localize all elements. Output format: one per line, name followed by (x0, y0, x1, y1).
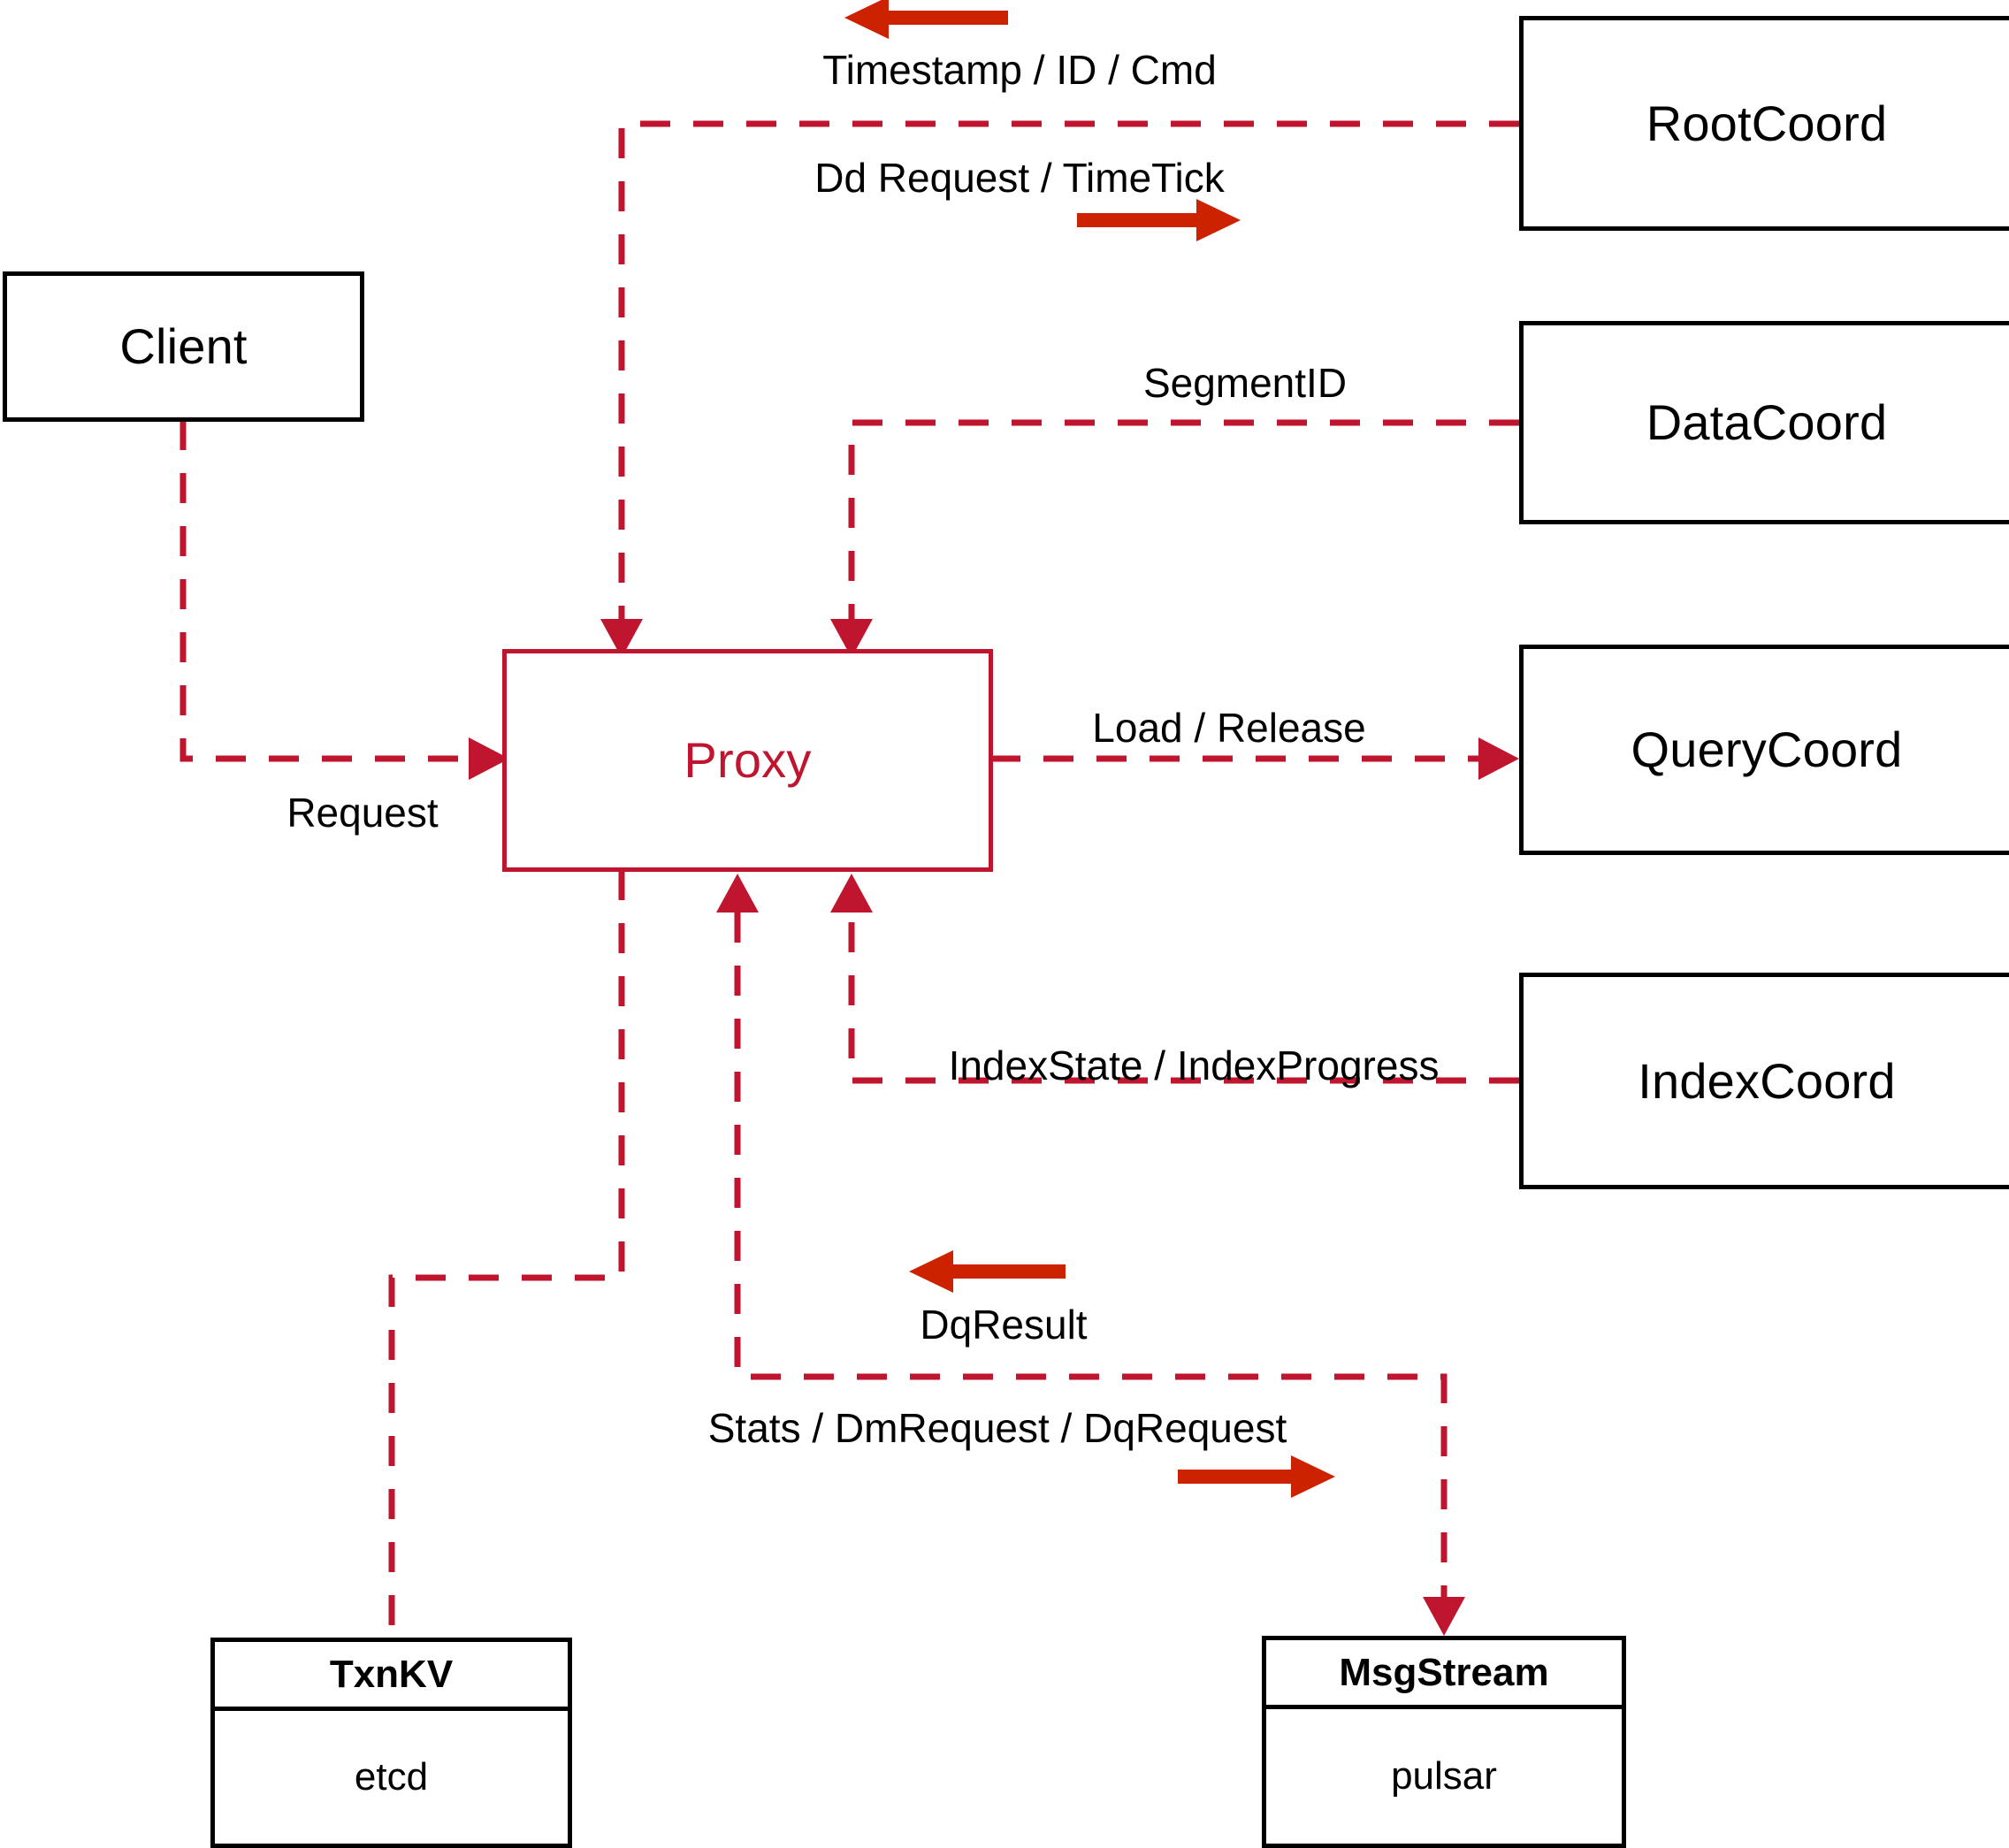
node-txnkv-body: etcd (215, 1711, 568, 1844)
node-msgstream-body: pulsar (1266, 1709, 1622, 1844)
node-querycoord[interactable]: QueryCoord (1519, 645, 2009, 855)
edge-label-dqresult: DqResult (920, 1302, 1088, 1348)
node-txnkv-header-label: TxnKV (329, 1652, 454, 1696)
edge-indexcoord-to-proxy (830, 874, 1519, 1084)
node-proxy-label: Proxy (684, 732, 812, 788)
edge-proxy-to-querycoord (990, 737, 1519, 780)
edge-label-segmentid: SegmentID (1142, 360, 1348, 406)
node-rootcoord-label: RootCoord (1646, 95, 1888, 151)
node-datacoord-label: DataCoord (1646, 394, 1888, 450)
node-client[interactable]: Client (3, 271, 364, 422)
node-msgstream[interactable]: MsgStream pulsar (1262, 1636, 1626, 1848)
node-indexcoord[interactable]: IndexCoord (1519, 973, 2009, 1189)
node-txnkv-body-label: etcd (354, 1755, 429, 1798)
edge-label-stats-dmrequest-dqrequest: Stats / DmRequest / DqRequest (707, 1405, 1287, 1451)
direction-arrow-timestamp-left (844, 0, 1008, 39)
node-proxy[interactable]: Proxy (502, 649, 993, 872)
edge-datacoord-to-proxy (830, 419, 1519, 658)
edge-label-request: Request (286, 790, 439, 836)
edge-proxy-to-txnkv (388, 870, 625, 1638)
node-txnkv-header: TxnKV (215, 1642, 568, 1711)
node-rootcoord[interactable]: RootCoord (1519, 16, 2009, 231)
node-indexcoord-label: IndexCoord (1638, 1052, 1896, 1109)
edge-client-to-proxy (180, 420, 509, 780)
node-txnkv[interactable]: TxnKV etcd (210, 1638, 572, 1848)
node-datacoord[interactable]: DataCoord (1519, 321, 2009, 524)
node-msgstream-body-label: pulsar (1391, 1754, 1497, 1798)
edge-label-indexstate-indexprogress: IndexState / IndexProgress (948, 1042, 1440, 1088)
node-client-label: Client (119, 318, 248, 374)
node-querycoord-label: QueryCoord (1631, 722, 1903, 777)
direction-arrow-dqrequest-right (1178, 1455, 1335, 1498)
node-msgstream-header: MsgStream (1266, 1640, 1622, 1709)
edge-label-timestamp-id-cmd: Timestamp / ID / Cmd (822, 47, 1217, 93)
edge-proxy-msgstream (716, 874, 1465, 1636)
edge-label-load-release: Load / Release (1092, 705, 1366, 751)
direction-arrow-ddrequest-right (1077, 199, 1241, 241)
node-msgstream-header-label: MsgStream (1339, 1650, 1549, 1694)
direction-arrow-dqresult-left (909, 1250, 1066, 1293)
edge-label-dd-request-timetick: Dd Request / TimeTick (814, 155, 1225, 201)
